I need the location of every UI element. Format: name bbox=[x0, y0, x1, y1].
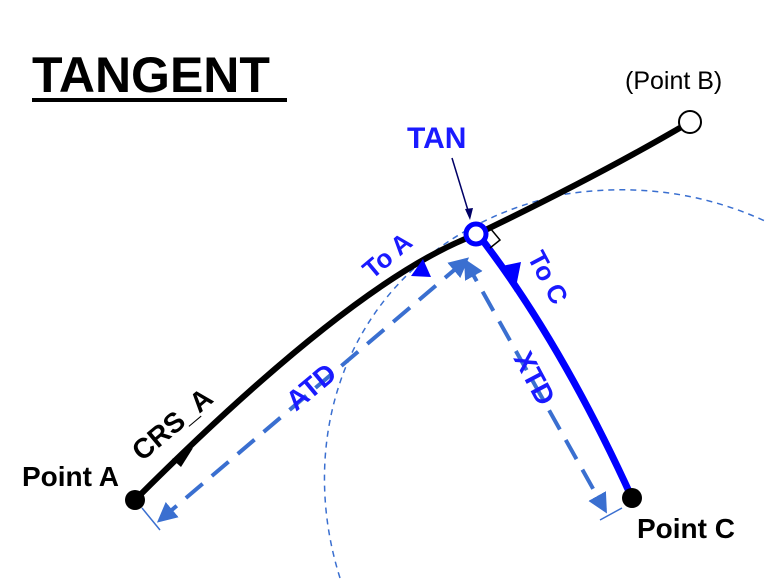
xtd-label: XTD bbox=[508, 346, 562, 410]
atd-extension-tick bbox=[141, 507, 161, 531]
point-c-label: Point C bbox=[637, 513, 735, 544]
tan-point-marker bbox=[463, 221, 489, 247]
crs-a-label: CRS_A bbox=[126, 382, 219, 467]
point-b-marker bbox=[678, 110, 702, 134]
to-c-label: To C bbox=[522, 246, 575, 310]
tan-label: TAN bbox=[407, 122, 466, 155]
right-angle-marker bbox=[489, 227, 502, 249]
point-a-marker bbox=[125, 490, 145, 510]
diagram-title: TANGENT bbox=[32, 47, 270, 103]
tan-pointer-head bbox=[465, 208, 473, 220]
tan-pointer-line bbox=[451, 157, 471, 218]
to-a-label: To A bbox=[357, 226, 418, 284]
point-b-label: (Point B) bbox=[625, 67, 722, 95]
xtd-measure-line bbox=[464, 258, 607, 514]
point-c-marker bbox=[622, 488, 642, 508]
point-a-label: Point A bbox=[22, 461, 119, 492]
xtd-extension-tick bbox=[599, 507, 623, 521]
